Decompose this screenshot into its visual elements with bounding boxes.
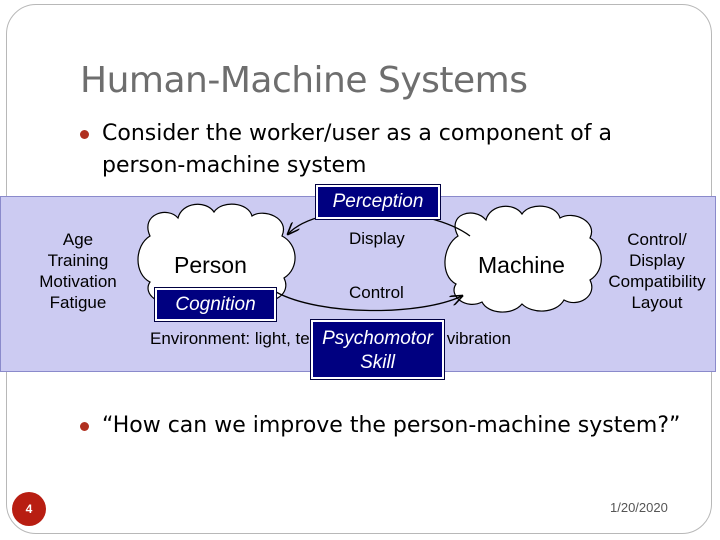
bullet-item: Consider the worker/user as a component … [80, 118, 700, 182]
control-label: Control [349, 283, 404, 302]
psychomotor-label: Psychomotor [322, 328, 433, 349]
machine-factor: Compatibility [608, 272, 706, 291]
cognition-label: Cognition [175, 294, 256, 315]
person-label: Person [174, 252, 247, 278]
bullet-dot-icon [80, 422, 89, 431]
machine-factor: Display [629, 251, 685, 270]
machine-factors-list: Control/ Display Compatibility Layout [598, 229, 716, 313]
bullet-text: Consider the worker/user as a component … [102, 121, 612, 178]
perception-box: Perception [315, 184, 441, 220]
skill-label: Skill [360, 352, 395, 373]
display-label: Display [349, 229, 405, 248]
bullet-item: “How can we improve the person-machine s… [80, 410, 700, 442]
machine-label: Machine [478, 252, 565, 278]
psychomotor-skill-box: Psychomotor Skill [310, 319, 445, 380]
cognition-box: Cognition [154, 287, 277, 322]
bullet-dot-icon [80, 130, 89, 139]
machine-factor: Control/ [627, 230, 687, 249]
page-number-badge: 4 [12, 492, 46, 526]
slide-title: Human-Machine Systems [80, 60, 528, 101]
bullet-text: “How can we improve the person-machine s… [102, 413, 681, 438]
person-factor: Training [47, 251, 109, 270]
person-factor: Motivation [39, 272, 117, 291]
person-factor: Fatigue [49, 293, 107, 312]
slide-date: 1/20/2020 [610, 500, 668, 515]
machine-factor: Layout [631, 293, 683, 312]
perception-label: Perception [332, 191, 424, 212]
person-factors-list: Age Training Motivation Fatigue [30, 229, 126, 313]
person-factor: Age [62, 230, 94, 249]
